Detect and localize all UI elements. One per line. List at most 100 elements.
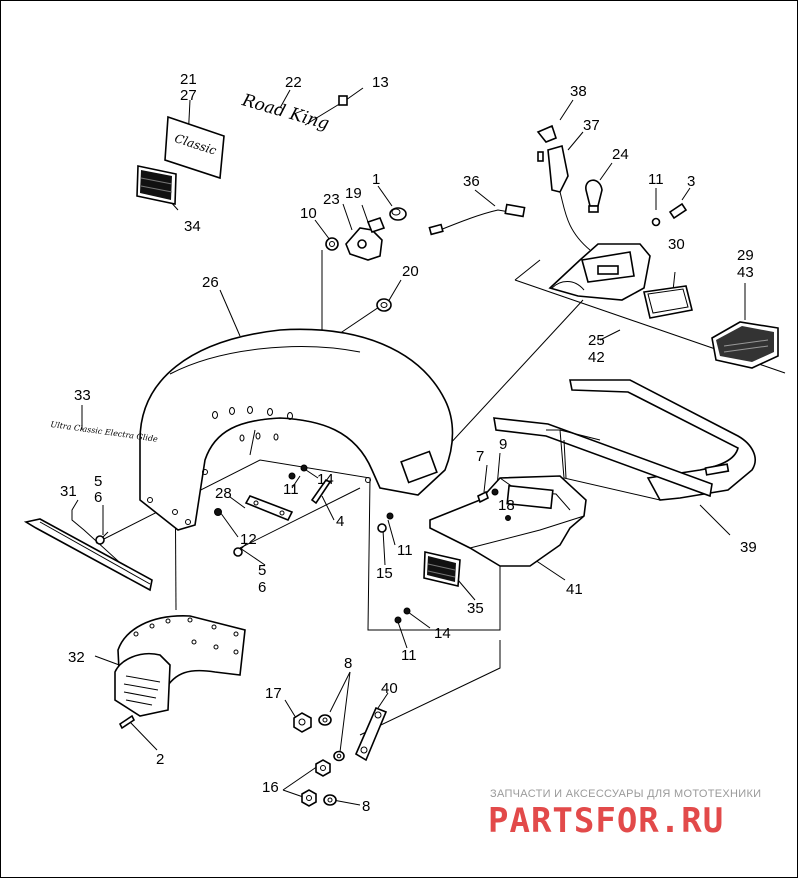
callout-34: 34 [184, 218, 201, 235]
wire-harness-36 [428, 203, 526, 236]
trim-strip-31 [23, 518, 153, 592]
mount-bracket-23 [345, 227, 383, 261]
bolt-4 [310, 478, 332, 505]
callout-1: 1 [372, 171, 380, 188]
callout-21: 21 [180, 71, 197, 88]
lamp-socket-37 [547, 144, 591, 251]
callout-13: 13 [372, 74, 389, 91]
strap-28 [244, 495, 294, 522]
callout-8-lower: 8 [362, 798, 370, 815]
callout-18: 18 [498, 497, 515, 514]
callout-6-mid: 6 [258, 579, 266, 596]
callout-32: 32 [68, 649, 85, 666]
callout-5-left: 5 [94, 473, 102, 490]
lens-29-43 [711, 321, 779, 369]
callout-12: 12 [240, 531, 257, 548]
callout-39: 39 [740, 539, 757, 556]
mud-flap-32 [114, 615, 246, 717]
washer-8-mid [333, 750, 345, 762]
callout-11-right: 11 [397, 542, 413, 559]
bushing-1 [389, 207, 407, 221]
callout-2: 2 [156, 751, 164, 768]
lamp-housing-25-42 [548, 243, 651, 301]
reflector-35 [423, 551, 461, 587]
callout-4: 4 [336, 513, 344, 530]
callout-16: 16 [262, 779, 279, 796]
rear-fender-26 [139, 328, 454, 531]
callout-26: 26 [202, 274, 219, 291]
luggage-rack-39 [493, 379, 756, 501]
callout-7: 7 [476, 448, 484, 465]
screw-5-6-mid [233, 543, 247, 557]
callout-22: 22 [285, 74, 302, 91]
callout-36: 36 [463, 173, 480, 190]
callout-42: 42 [588, 349, 605, 366]
callout-15: 15 [376, 565, 393, 582]
nuts-11-14-left [288, 464, 308, 480]
callout-38: 38 [570, 83, 587, 100]
callout-30: 30 [668, 236, 685, 253]
callout-29: 29 [737, 247, 754, 264]
grommet-20 [376, 298, 392, 312]
washer-12 [214, 508, 222, 516]
callout-28: 28 [215, 485, 232, 502]
nut-11-top [651, 217, 661, 227]
road-king-emblem-text: Road King [239, 90, 332, 134]
screw-19 [366, 217, 386, 233]
bracket-40 [354, 706, 388, 762]
callout-23: 23 [323, 191, 340, 208]
nuts-15-11 [377, 512, 394, 533]
screw-3 [668, 202, 688, 220]
callout-5-mid: 5 [258, 562, 266, 579]
nut-17 [293, 712, 312, 733]
callout-40: 40 [381, 680, 398, 697]
callout-43: 43 [737, 264, 754, 281]
callout-11-top: 11 [648, 171, 664, 188]
callout-31: 31 [60, 483, 77, 500]
nuts-7-9-18 [477, 488, 511, 521]
washer-8-lower [323, 794, 337, 806]
nut-16-b [301, 789, 317, 807]
callout-labels: 21 27 22 13 38 37 24 11 3 36 1 19 23 10 … [60, 71, 757, 815]
washer-8-upper [318, 714, 332, 726]
reflector-34 [136, 165, 177, 205]
watermark-caption: ЗАПЧАСТИ И АКСЕССУАРЫ ДЛЯ МОТОТЕХНИКИ [490, 788, 761, 800]
callout-33: 33 [74, 387, 91, 404]
mud-flap-holes [133, 617, 239, 655]
connector-38 [536, 124, 557, 162]
callout-6-left: 6 [94, 489, 102, 506]
leader-lines [71, 87, 786, 806]
callout-37: 37 [583, 117, 600, 134]
nut-16-a [315, 759, 331, 777]
road-king-emblem: Road King [239, 90, 332, 134]
callout-10: 10 [300, 205, 317, 222]
callout-11-lower: 11 [401, 647, 417, 664]
callout-11-mid: 11 [283, 481, 299, 498]
callout-3: 3 [687, 173, 695, 190]
screw-5-6-left [95, 531, 109, 545]
bulb-24 [585, 179, 603, 213]
callout-19: 19 [345, 185, 362, 202]
callout-24: 24 [612, 146, 629, 163]
callout-35: 35 [467, 600, 484, 617]
watermark-brand: PARTSFOR.RU [488, 801, 724, 841]
emblem-clip-13 [338, 95, 348, 106]
classic-emblem: Classic [164, 115, 225, 180]
callout-41: 41 [566, 581, 583, 598]
callout-14-upper: 14 [317, 471, 334, 488]
callout-27: 27 [180, 87, 197, 104]
callout-20: 20 [402, 263, 419, 280]
callout-9: 9 [499, 436, 507, 453]
watermark: ЗАПЧАСТИ И АКСЕССУАРЫ ДЛЯ МОТОТЕХНИКИ PA… [488, 788, 761, 841]
fender-holes [147, 406, 371, 525]
nut-10 [325, 237, 339, 251]
callout-25: 25 [588, 332, 605, 349]
callout-14-lower: 14 [434, 625, 451, 642]
callout-8-upper: 8 [344, 655, 352, 672]
nuts-14-11-lower [394, 607, 411, 624]
gasket-30 [643, 285, 693, 319]
screw-2 [118, 714, 136, 730]
callout-17: 17 [265, 685, 282, 702]
